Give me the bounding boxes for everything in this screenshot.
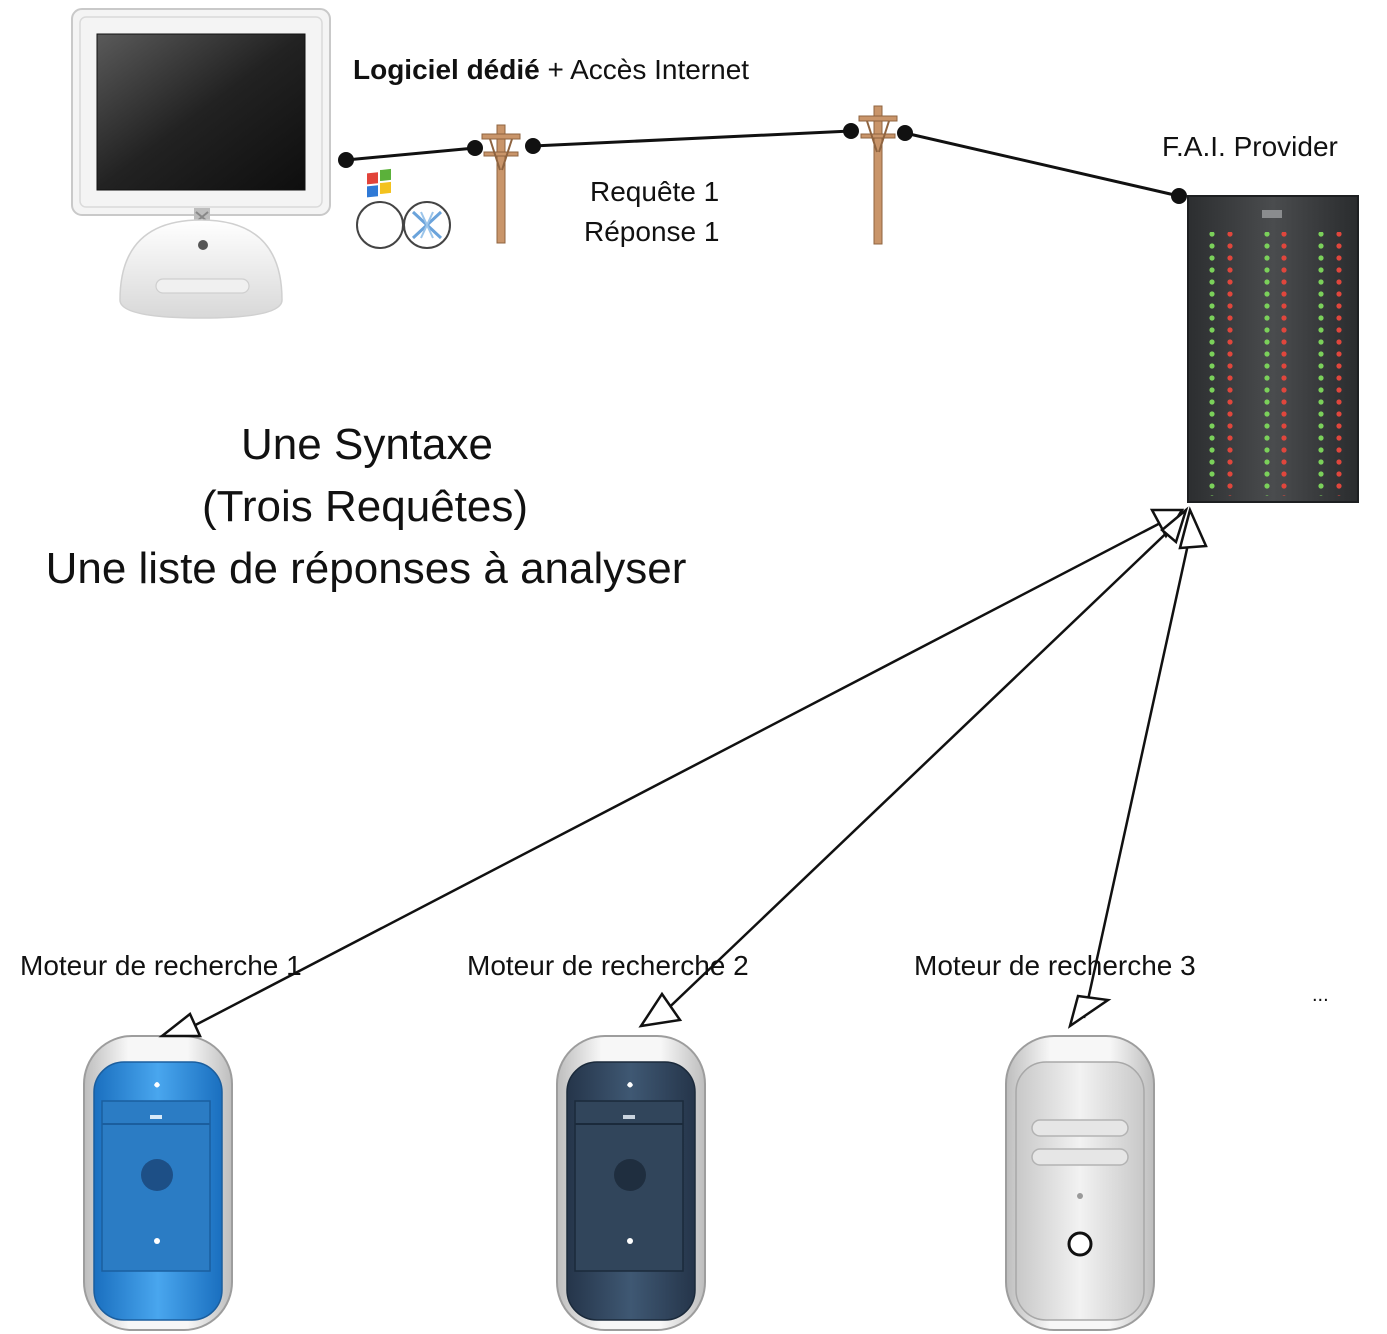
connection-points — [338, 123, 1187, 204]
telephone-pole-icon — [481, 124, 521, 244]
software-label-bold: Logiciel dédié — [353, 54, 540, 85]
engine-3-label: Moteur de recherche 3 — [914, 950, 1196, 981]
request-arrows — [181, 516, 1194, 1034]
syntax-line-1: Une Syntaxe — [241, 420, 493, 469]
syntax-line-2: (Trois Requêtes) — [201, 482, 529, 531]
blue-tower-computer-icon — [83, 1035, 233, 1331]
provider-label: F.A.I. Provider — [1162, 131, 1338, 162]
telephone-pole-icon — [858, 105, 898, 245]
engine-2-label: Moteur de recherche 2 — [467, 950, 749, 981]
arrow-heads — [158, 506, 1208, 1038]
internet-access-label: + Accès Internet — [539, 54, 750, 85]
network-connection-lines — [345, 129, 1180, 198]
request-label: Requête 1 — [590, 176, 720, 207]
software-access-label: Logiciel dédié + Accès Internet — [353, 54, 749, 86]
silver-tower-computer-icon — [1005, 1035, 1155, 1331]
syntax-line-3: Une liste de réponses à analyser — [45, 544, 687, 593]
imac-computer-icon — [71, 8, 331, 319]
mac-os-x-logo-icon — [403, 201, 451, 249]
windows-logo-icon — [356, 168, 404, 249]
rack-server-icon — [1187, 195, 1359, 503]
engine-1-label: Moteur de recherche 1 — [20, 950, 302, 981]
response-label: Réponse 1 — [584, 216, 720, 247]
graphite-tower-computer-icon — [556, 1035, 706, 1331]
more-engines-ellipsis: ... — [1312, 984, 1329, 1006]
